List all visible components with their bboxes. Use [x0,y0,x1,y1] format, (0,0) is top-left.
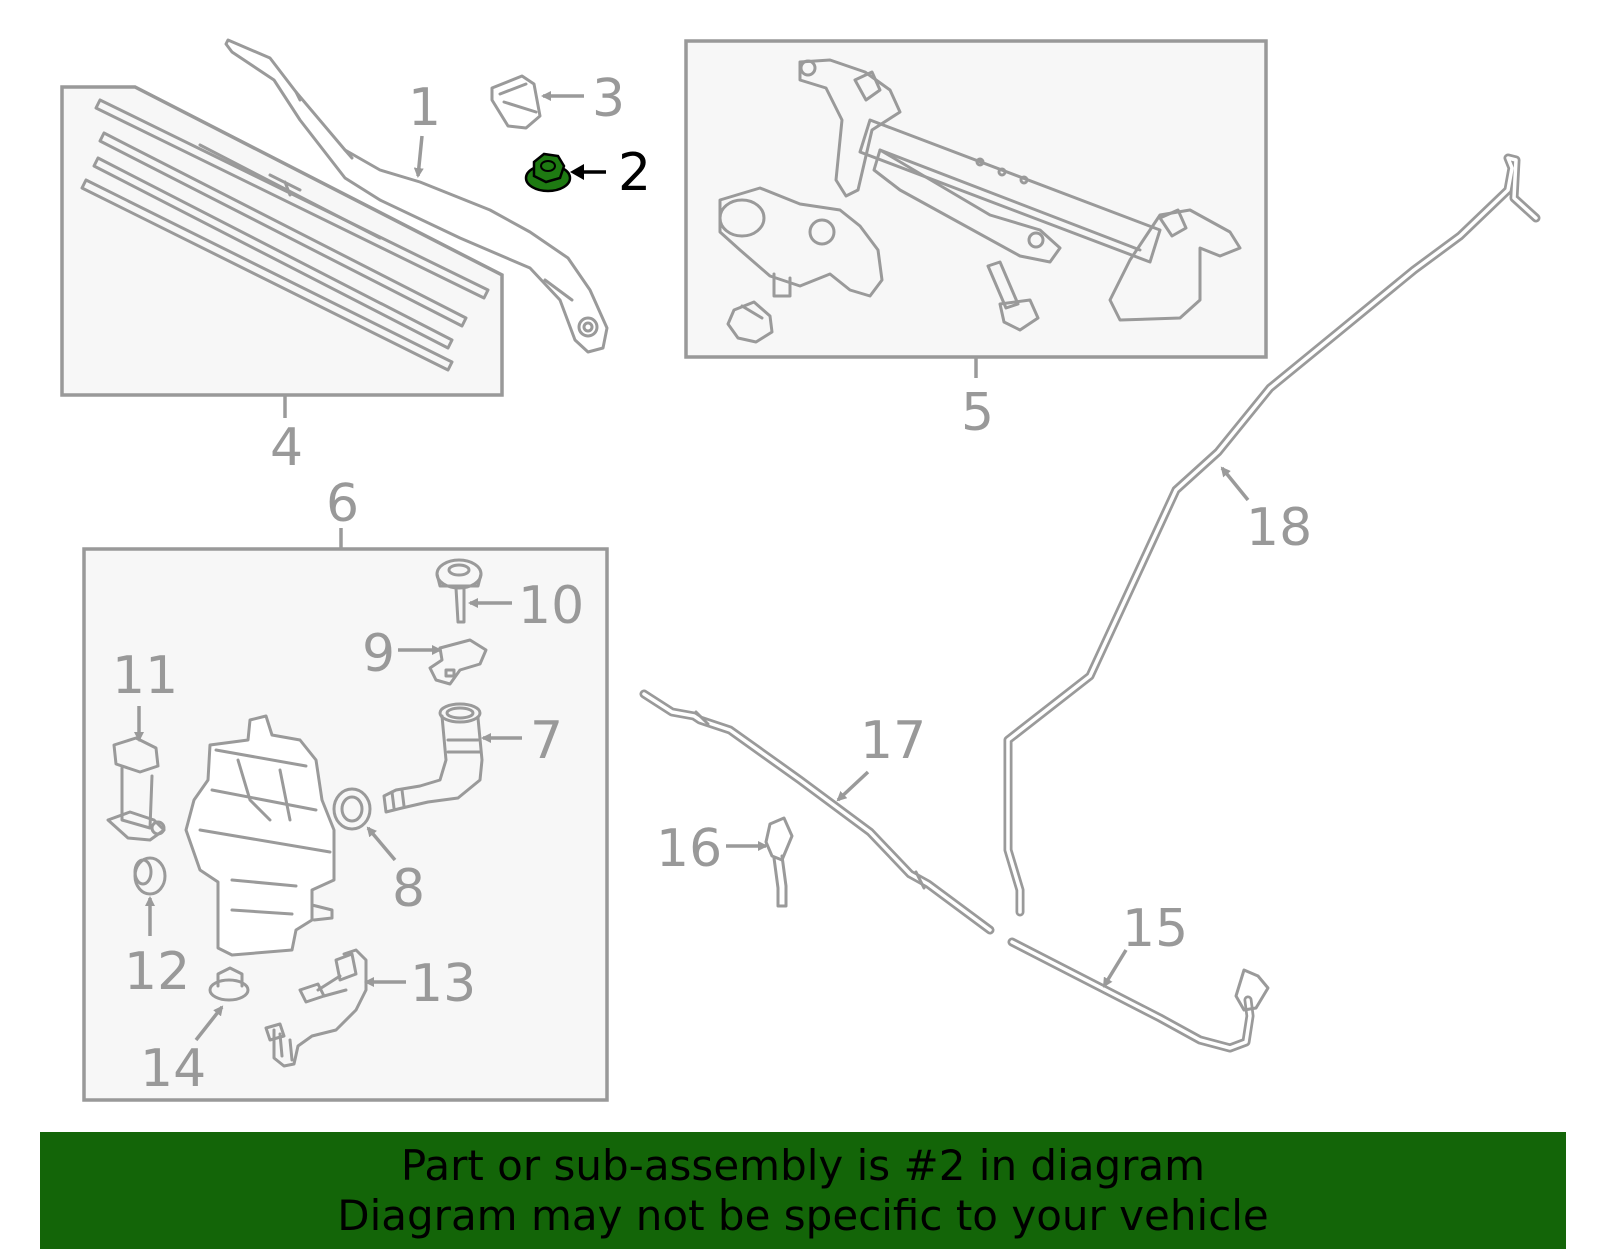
callout-12: 12 [124,942,190,1002]
pump-grommet-icon [133,856,167,896]
washer-hose-15-icon [1007,937,1270,1053]
wiper-linkage-group: 5 [684,39,1268,443]
callout-9: 9 [362,624,395,684]
leader-17 [836,770,870,802]
wiper-linkage-box [684,39,1268,359]
callout-3: 3 [592,69,625,129]
filler-seal-icon [332,787,372,831]
cap-icon [490,74,542,130]
callout-14: 14 [140,1039,206,1099]
washer-reservoir-box [82,547,609,1102]
banner-line-2: Diagram may not be specific to your vehi… [337,1190,1269,1240]
leader-18 [1220,466,1250,502]
leader-15 [1102,949,1128,988]
washer-nozzle-icon [764,816,794,908]
callout-13: 13 [410,954,476,1014]
callout-7: 7 [530,711,563,771]
washer-hose-long-icon [1003,153,1541,917]
wiper-blade-icon [80,98,490,372]
wiper-arm-icon [224,38,609,354]
leader-1 [413,135,424,178]
callout-16: 16 [656,819,722,879]
banner-line-1: Part or sub-assembly is #2 in diagram [400,1140,1206,1190]
wiper-linkage-icon [718,58,1242,344]
callout-11: 11 [112,646,178,706]
reservoir-tank-icon [184,714,336,957]
washer-hose-17-icon [639,689,995,935]
callout-5: 5 [961,383,994,443]
filler-cap-icon [435,558,483,624]
callout-2: 2 [618,143,651,203]
wire-harness-icon [264,948,368,1068]
wiper-blade-group: 4 [60,85,504,478]
callout-1: 1 [408,78,441,138]
callout-6: 6 [326,474,359,534]
callout-10: 10 [518,576,584,636]
leader-2-arrow [570,164,584,180]
callout-18: 18 [1246,498,1312,558]
filler-bracket-icon [428,638,488,686]
filler-neck-icon [382,702,484,814]
nut-icon [524,152,572,193]
leader-8 [366,826,397,862]
callout-15: 15 [1122,899,1188,959]
washer-reservoir-group: 6 11 12 [82,474,609,1102]
leader-14 [194,1005,224,1042]
callout-4: 4 [270,418,303,478]
callout-17: 17 [860,711,926,771]
info-banner: Part or sub-assembly is #2 in diagram Di… [40,1132,1566,1249]
callout-8: 8 [392,859,425,919]
level-plug-icon [208,966,250,1002]
